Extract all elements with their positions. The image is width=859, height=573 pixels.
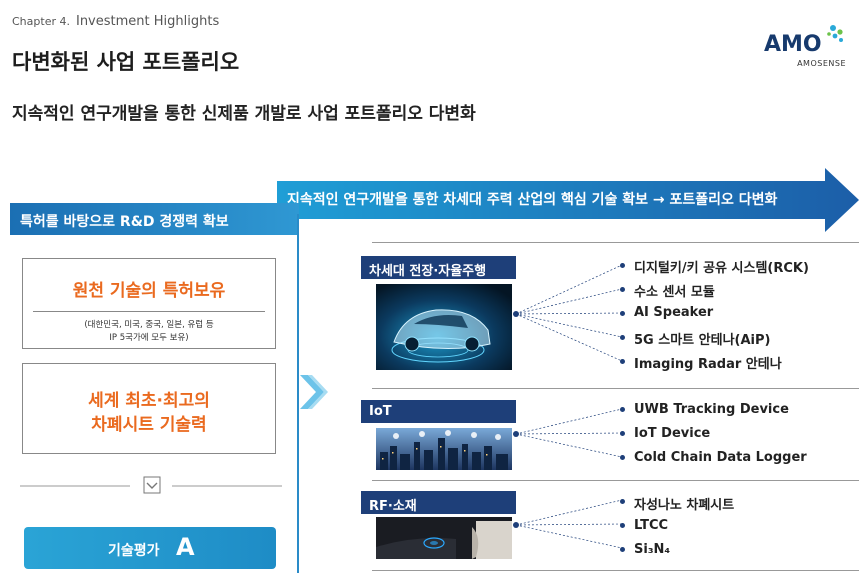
right-banner-arrow xyxy=(277,168,859,232)
item-magnetic-nano-sheet: 자성나노 차폐시트 xyxy=(634,498,735,513)
item-rck: 디지털키/키 공유 시스템(RCK) xyxy=(634,261,809,276)
item-hydrogen-sensor: 수소 센서 모듈 xyxy=(634,285,715,300)
patent-note-line1: (대한민국, 미국, 중국, 일본, 유럽 등 xyxy=(84,320,214,330)
connector-lines-autonomous xyxy=(513,264,623,362)
chapter-number: Chapter 4. xyxy=(12,15,70,28)
bullet-dot xyxy=(620,407,625,412)
amosense-logo: AMO AMOSENSE xyxy=(762,22,846,72)
logo-sub-text: AMOSENSE xyxy=(797,59,846,68)
rf-material-image xyxy=(376,517,512,559)
bullet-dot xyxy=(620,359,625,364)
item-ltcc: LTCC xyxy=(634,518,669,533)
shield-tech-box: 세계 최초·최고의 차폐시트 기술력 xyxy=(22,363,276,454)
category-label-text: RF·소재 xyxy=(369,499,417,514)
bullet-dot xyxy=(620,547,625,552)
section-separator xyxy=(372,388,859,389)
shield-tech-line1: 세계 최초·최고의 xyxy=(88,391,210,411)
bullet-dot xyxy=(620,499,625,504)
page-subtitle: 지속적인 연구개발을 통한 신제품 개발로 사업 포트폴리오 다변화 xyxy=(12,104,476,124)
tech-rating-grade: A xyxy=(176,533,195,561)
item-si3n4: Si₃N₄ xyxy=(634,542,671,557)
connector-lines-rf xyxy=(513,499,623,549)
item-5g-antenna: 5G 스마트 안테나(AiP) xyxy=(634,333,771,348)
section-separator xyxy=(372,570,859,571)
bullet-dot xyxy=(620,311,625,316)
patent-note-line2: IP 5국가에 모두 보유) xyxy=(109,333,189,343)
bullet-dot xyxy=(620,287,625,292)
shield-tech-line2: 차폐시트 기술력 xyxy=(91,415,207,435)
bullet-dot xyxy=(620,523,625,528)
item-iot-device: IoT Device xyxy=(634,426,711,441)
bullet-dot xyxy=(620,455,625,460)
bullet-dot xyxy=(620,263,625,268)
section-separator xyxy=(372,480,859,481)
tech-rating-label: 기술평가 xyxy=(108,543,160,559)
section-separator xyxy=(372,242,859,243)
chapter-title: Investment Highlights xyxy=(75,14,220,29)
item-cold-chain: Cold Chain Data Logger xyxy=(634,450,807,465)
category-label-text: 차세대 전장·자율주행 xyxy=(369,264,487,279)
connector-lines-iot xyxy=(513,408,623,458)
chevron-right-icon xyxy=(300,375,328,409)
category-label-rf: RF·소재 xyxy=(361,491,516,514)
rf-image-icon xyxy=(376,517,512,559)
item-ai-speaker: AI Speaker xyxy=(634,305,714,320)
category-label-iot: IoT xyxy=(361,400,516,423)
item-uwb-tracking: UWB Tracking Device xyxy=(634,402,789,417)
left-banner: 특허를 바탕으로 R&D 경쟁력 확보 xyxy=(10,203,299,235)
patent-box: 원천 기술의 특허보유 (대한민국, 미국, 중국, 일본, 유럽 등 IP 5… xyxy=(22,258,276,349)
left-banner-text: 특허를 바탕으로 R&D 경쟁력 확보 xyxy=(20,214,229,230)
category-label-text: IoT xyxy=(369,404,392,419)
patent-divider xyxy=(33,311,265,312)
down-chevron-divider xyxy=(20,476,282,494)
bullet-dot xyxy=(620,431,625,436)
logo-dots-icon xyxy=(827,25,843,42)
patent-heading: 원천 기술의 특허보유 xyxy=(72,281,226,301)
tech-rating-badge: 기술평가 A xyxy=(24,527,276,569)
logo-main-text: AMO xyxy=(764,32,822,57)
iot-city-image xyxy=(376,428,512,470)
autonomous-car-image xyxy=(376,284,512,370)
car-image-icon xyxy=(376,284,512,370)
chapter-label: Chapter 4. Investment Highlights xyxy=(12,14,219,29)
bullet-dot xyxy=(620,335,625,340)
right-banner-text: 지속적인 연구개발을 통한 차세대 주력 산업의 핵심 기술 확보 → 포트폴리… xyxy=(287,192,778,208)
iot-image-icon xyxy=(376,428,512,470)
item-imaging-radar: Imaging Radar 안테나 xyxy=(634,357,782,372)
left-divider-line xyxy=(297,214,299,573)
page-title: 다변화된 사업 포트폴리오 xyxy=(12,50,240,74)
category-label-autonomous: 차세대 전장·자율주행 xyxy=(361,256,516,279)
